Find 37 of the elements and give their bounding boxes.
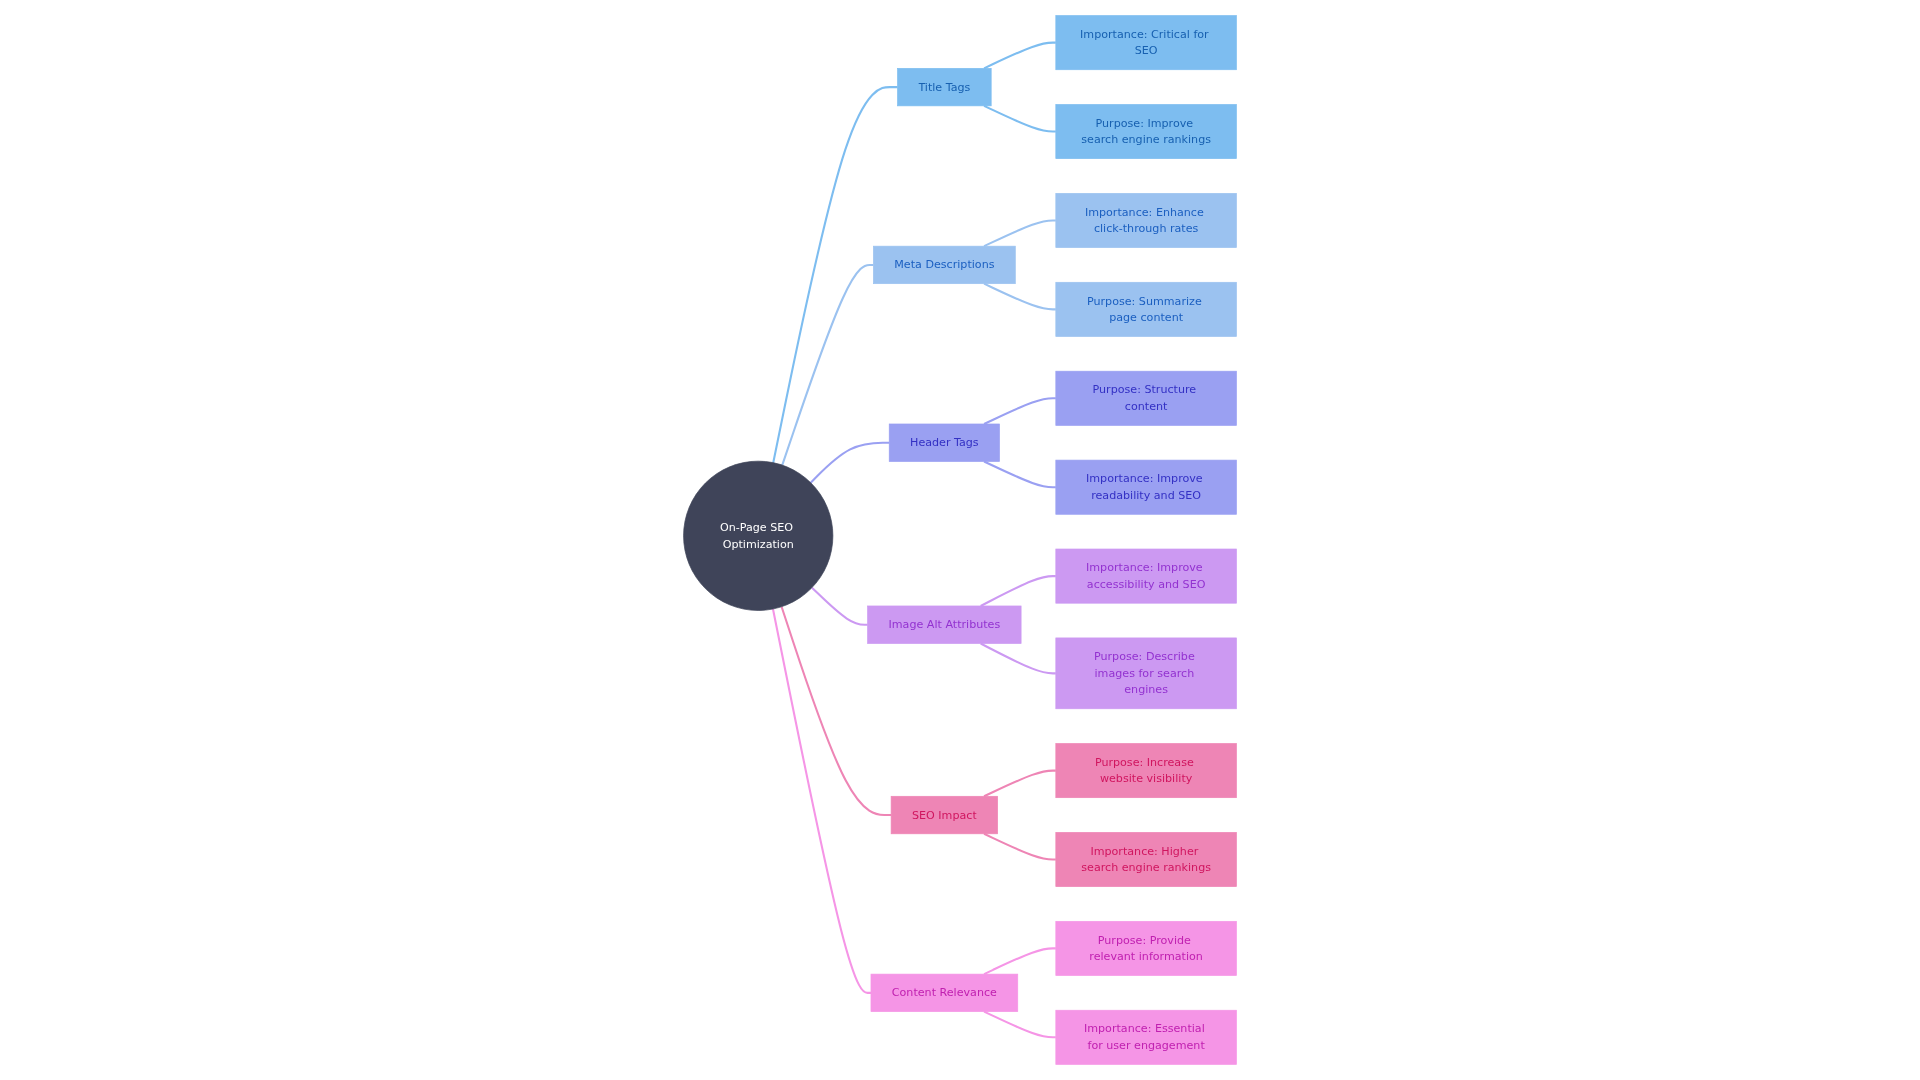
connector — [772, 86, 898, 463]
connector — [983, 769, 1056, 798]
node-box: Content Relevance — [870, 973, 1019, 1012]
connector — [810, 441, 890, 484]
node-box: Importance: Improve readability and SEO — [1055, 459, 1237, 515]
node-box: Purpose: Summarize page content — [1055, 281, 1237, 337]
connector — [980, 575, 1056, 607]
connector — [983, 1010, 1056, 1039]
node-box: Purpose: Structure content — [1055, 370, 1237, 426]
node-box: Importance: Essential for user engagement — [1055, 1009, 1237, 1065]
connector — [780, 606, 892, 817]
connector — [983, 460, 1056, 489]
node-box: Purpose: Describe images for search engines — [1055, 637, 1237, 710]
connector — [983, 397, 1056, 425]
node-box: Importance: Enhance click-through rates — [1055, 193, 1237, 248]
connector — [781, 263, 874, 466]
connector — [811, 586, 868, 626]
connector — [771, 608, 871, 994]
node-circle: On-Page SEO Optimization — [683, 460, 834, 611]
node-box: Header Tags — [888, 423, 1000, 462]
node-box: Purpose: Increase website visibility — [1055, 743, 1237, 799]
connector — [983, 832, 1056, 861]
node-box: Importance: Critical for SEO — [1055, 15, 1237, 71]
connector — [983, 104, 1056, 133]
node-box: Importance: Improve accessibility and SEO — [1055, 548, 1237, 604]
node-box: SEO Impact — [890, 795, 998, 835]
node-box: Meta Descriptions — [873, 245, 1016, 285]
node-box: Purpose: Improve search engine rankings — [1055, 104, 1237, 159]
connector — [983, 282, 1056, 311]
node-box: Purpose: Provide relevant information — [1055, 921, 1237, 976]
connector — [983, 947, 1056, 976]
node-box: Title Tags — [897, 68, 992, 107]
connector — [983, 41, 1056, 70]
connector — [980, 642, 1056, 675]
node-box: Importance: Higher search engine rankings — [1055, 832, 1237, 887]
connector — [983, 219, 1056, 248]
node-box: Image Alt Attributes — [867, 605, 1022, 644]
